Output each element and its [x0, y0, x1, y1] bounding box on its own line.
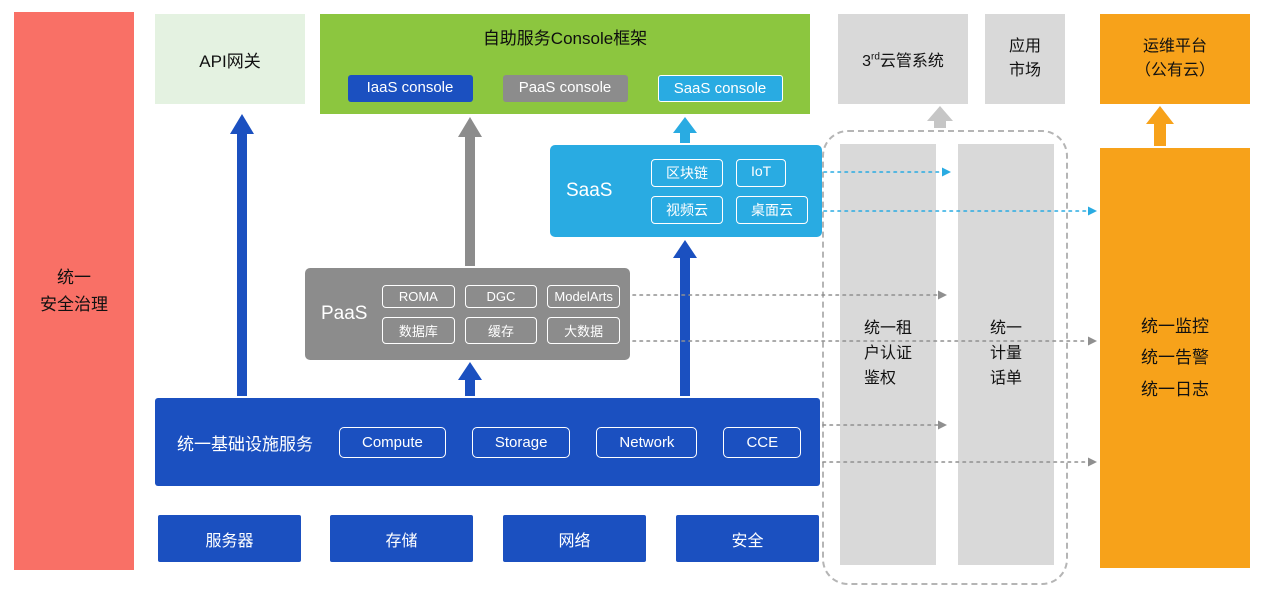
arrow-saas-to-console	[673, 117, 697, 143]
arrow-monitor-to-ops	[1146, 106, 1174, 146]
paas-tag-database: 数据库	[382, 316, 455, 344]
shared-services-frame	[822, 130, 1068, 585]
paas-tag-bigdata: 大数据	[547, 316, 620, 344]
infra-tag-cce: CCE	[723, 426, 802, 458]
console-framework-title: 自助服务Console框架	[482, 29, 648, 48]
saas-tag-blockchain: 区块链	[651, 158, 723, 187]
infrastructure-box: 统一基础设施服务 Compute Storage Network CCE	[155, 398, 820, 486]
paas-tags: ROMA DGC ModelArts 数据库 缓存 大数据	[382, 284, 620, 344]
arrow-infra-to-saas	[673, 240, 697, 396]
resource-box-server: 服务器	[158, 515, 301, 562]
infrastructure-label: 统一基础设施服务	[177, 434, 313, 454]
saas-tag-video-cloud: 视频云	[651, 195, 723, 224]
arrow-frame-to-third-party	[927, 106, 953, 128]
api-gateway-box: API网关	[155, 14, 305, 104]
resource-box-storage: 存储	[330, 515, 473, 562]
paas-console-button: PaaS console	[502, 75, 628, 102]
resource-box-network: 网络	[503, 515, 646, 562]
saas-tag-iot: IoT	[736, 158, 787, 187]
paas-tag-cache: 缓存	[464, 316, 538, 344]
infra-tag-storage: Storage	[471, 426, 571, 458]
third-party-cloud-box: 3rd云管系统	[838, 14, 968, 104]
paas-label: PaaS	[321, 303, 368, 324]
arrow-paas-to-console	[458, 117, 482, 266]
console-framework-box: 自助服务Console框架 IaaS console PaaS console …	[320, 14, 810, 114]
console-buttons: IaaS console PaaS console SaaS console	[320, 75, 810, 102]
saas-tags: 区块链 IoT 视频云 桌面云	[651, 158, 808, 224]
iaas-console-button: IaaS console	[347, 75, 473, 102]
auth-bar: 统一租 户认证 鉴权	[840, 144, 936, 565]
billing-bar: 统一 计量 话单	[958, 144, 1054, 565]
monitoring-bar: 统一监控 统一告警 统一日志	[1100, 148, 1250, 568]
saas-tag-desktop-cloud: 桌面云	[736, 195, 808, 224]
paas-tag-roma: ROMA	[382, 284, 455, 308]
saas-box: SaaS 区块链 IoT 视频云 桌面云	[550, 145, 822, 237]
paas-tag-dgc: DGC	[464, 284, 538, 308]
paas-tag-modelarts: ModelArts	[547, 284, 620, 308]
saas-console-button: SaaS console	[657, 75, 783, 102]
third-party-cloud-label: 3rd云管系统	[862, 51, 944, 70]
ops-platform-box: 运维平台 （公有云）	[1100, 14, 1250, 104]
saas-label: SaaS	[566, 180, 613, 201]
arrow-infra-to-api-gateway	[230, 114, 254, 396]
arrow-infra-to-paas	[458, 362, 482, 396]
security-governance-bar: 统一 安全治理	[14, 12, 134, 570]
paas-box: PaaS ROMA DGC ModelArts 数据库 缓存 大数据	[305, 268, 630, 360]
infra-tag-network: Network	[596, 426, 698, 458]
resource-box-security: 安全	[676, 515, 819, 562]
infra-tag-compute: Compute	[339, 426, 446, 458]
app-market-box: 应用 市场	[985, 14, 1065, 104]
